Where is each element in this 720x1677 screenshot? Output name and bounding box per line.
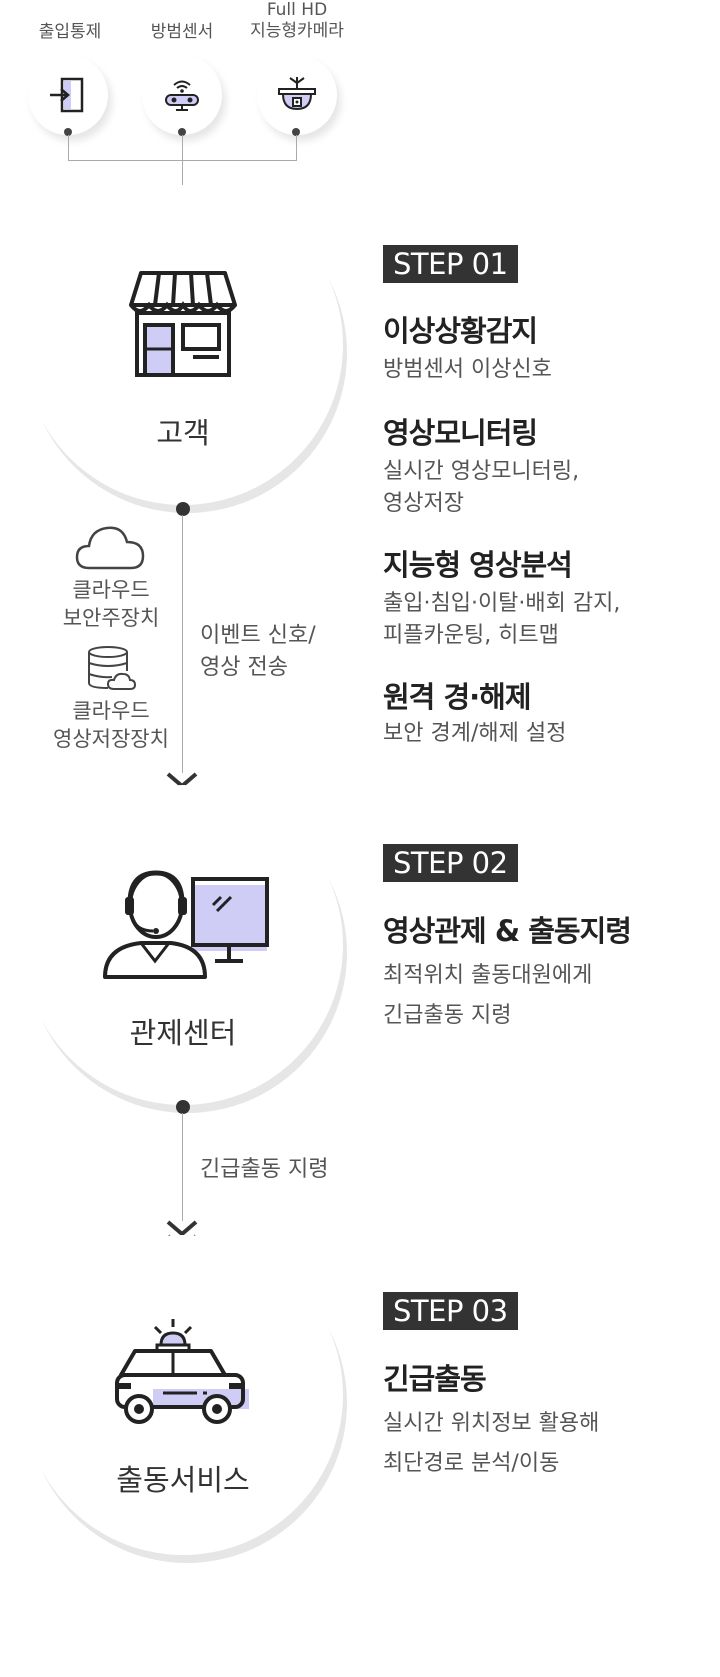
step1-desc-3b: 피플카운팅, 히트맵 xyxy=(383,623,559,648)
step2-desc-1: 최적위치 출동대원에게 xyxy=(383,963,593,988)
flow2-label: 긴급출동 지령 xyxy=(200,1157,329,1182)
cloud-security-line2: 보안주장치 xyxy=(62,606,160,630)
step1-desc-2b: 영상저장 xyxy=(383,491,464,516)
connector-line xyxy=(68,160,297,161)
operator-monitor-icon xyxy=(103,870,269,979)
step3-desc-2: 최단경로 분석/이동 xyxy=(383,1451,560,1476)
control-center-circle: 관제센터 xyxy=(23,785,343,1105)
cloud-storage-label: 클라우드 영상저장장치 xyxy=(31,697,191,753)
connector-dot xyxy=(292,128,300,136)
step3-badge: STEP 03 xyxy=(383,1292,518,1330)
step2-badge: STEP 02 xyxy=(383,844,518,882)
flow1-label: 이벤트 신호/ 영상 전송 xyxy=(200,620,316,684)
dispatch-label: 출동서비스 xyxy=(116,1463,250,1497)
security-sensor-icon xyxy=(165,80,199,111)
flow1-line2: 영상 전송 xyxy=(200,655,288,680)
camera-device xyxy=(257,55,337,135)
storefront-icon xyxy=(129,271,237,377)
step3-desc-1: 실시간 위치정보 활용해 xyxy=(383,1411,600,1436)
security-sensor-device xyxy=(142,55,222,135)
door-entry-icon xyxy=(50,77,84,113)
flow-line xyxy=(182,515,183,773)
cloud-database-icon xyxy=(88,646,137,690)
cloud-icon xyxy=(75,526,145,570)
step3-title: 긴급출동 xyxy=(383,1362,487,1396)
control-center-label: 관제센터 xyxy=(129,1016,237,1050)
connector-line xyxy=(182,135,183,198)
cloud-storage-line2: 영상저장장치 xyxy=(53,727,169,751)
dispatch-circle: 출동서비스 xyxy=(23,1235,343,1555)
step1-badge: STEP 01 xyxy=(383,245,518,283)
access-control-device xyxy=(28,55,108,135)
device-label-security-sensor: 방범센서 xyxy=(150,22,214,42)
connector-line xyxy=(296,135,297,160)
flow-line xyxy=(182,1113,183,1221)
device-label-camera-line1: Full HD xyxy=(266,0,328,20)
flow-dot xyxy=(176,502,190,516)
step2-desc-2: 긴급출동 지령 xyxy=(383,1003,512,1028)
step2-title: 영상관제 & 출동지령 xyxy=(383,914,632,948)
cloud-storage-line1: 클라우드 xyxy=(72,699,150,723)
step1-title-2: 영상모니터링 xyxy=(383,416,538,450)
step1-title-1: 이상상황감지 xyxy=(383,314,538,348)
cloud-security-line1: 클라우드 xyxy=(72,578,150,602)
flow-dot xyxy=(176,1100,190,1114)
device-label-camera: Full HD 지능형카메라 xyxy=(237,0,357,42)
dome-camera-icon xyxy=(278,77,316,111)
cloud-security-label: 클라우드 보안주장치 xyxy=(31,576,191,632)
step1-desc-3a: 출입·침입·이탈·배회 감지, xyxy=(383,591,621,616)
step1-title-3: 지능형 영상분석 xyxy=(383,548,573,582)
connector-dot xyxy=(178,128,186,136)
step1-desc-4: 보안 경계/해제 설정 xyxy=(383,721,567,746)
step1-desc-2a: 실시간 영상모니터링, xyxy=(383,459,580,484)
connector-line xyxy=(68,135,69,160)
connector-dot xyxy=(64,128,72,136)
customer-label: 고객 xyxy=(156,416,210,450)
step1-desc-1: 방범센서 이상신호 xyxy=(383,357,552,382)
device-label-access-control: 출입통제 xyxy=(38,22,102,42)
customer-circle: 고객 xyxy=(23,185,343,505)
flow1-line1: 이벤트 신호/ xyxy=(200,623,316,648)
patrol-car-icon xyxy=(115,1319,249,1424)
step1-title-4: 원격 경·해제 xyxy=(383,680,532,714)
device-label-camera-line2: 지능형카메라 xyxy=(250,21,344,41)
